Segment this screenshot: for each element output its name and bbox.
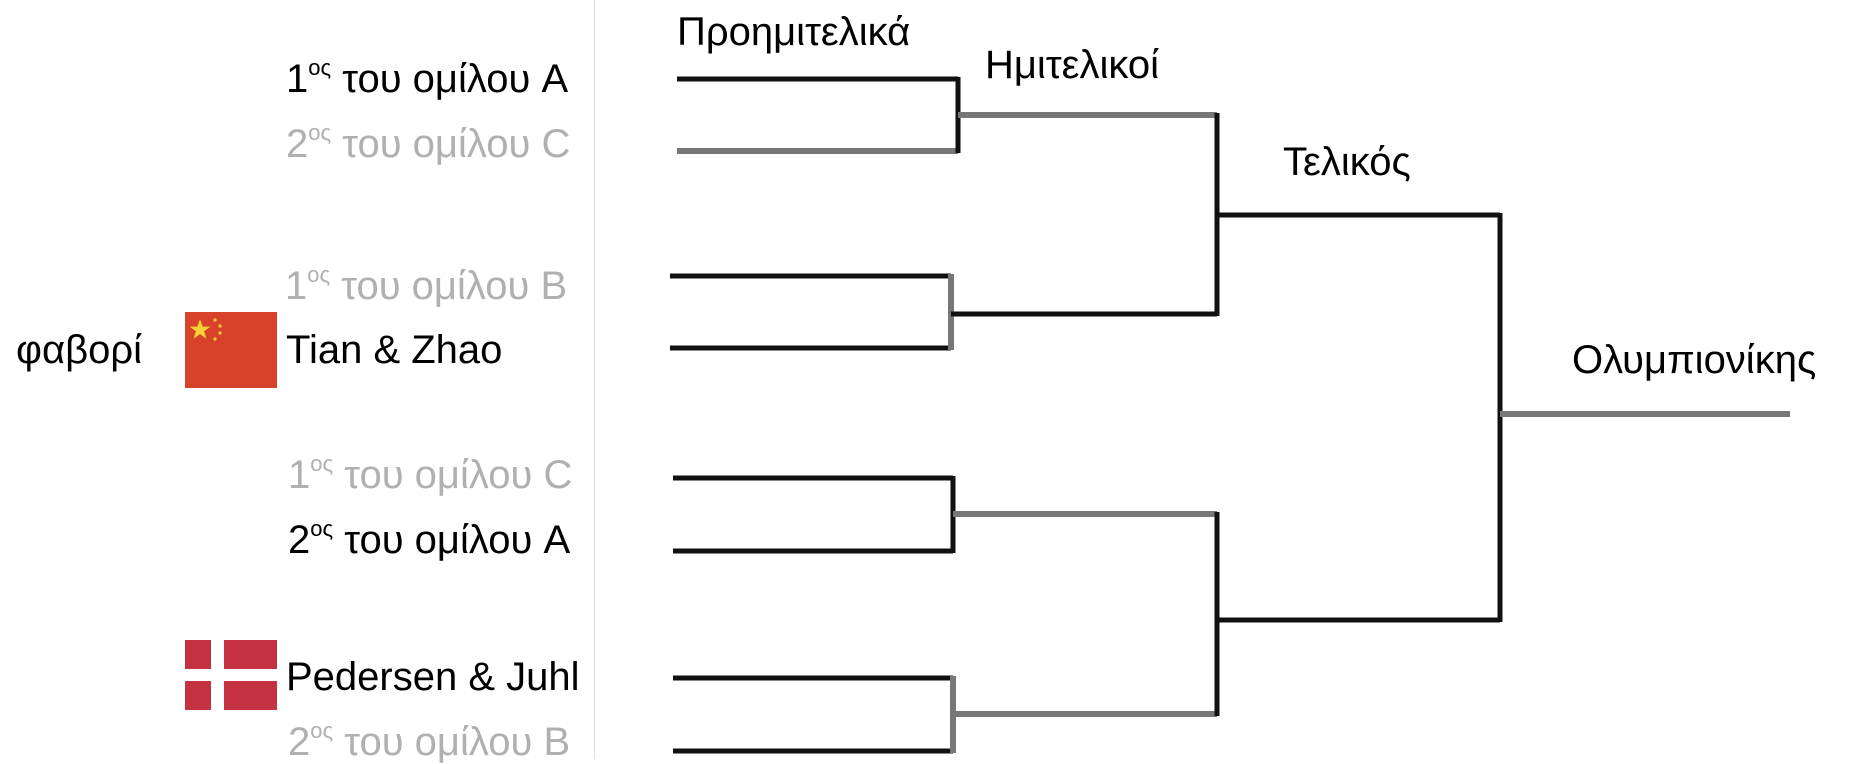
entry-text: του ομίλου A <box>333 518 571 562</box>
entry-num: 2 <box>288 518 311 562</box>
entry-ordinal: ος <box>310 718 334 743</box>
round-label-quarterfinals: Προημιτελικά <box>677 10 911 54</box>
favorite-label: φαβορί <box>16 328 142 372</box>
denmark-flag-icon <box>185 640 277 716</box>
entry-num: 2 <box>288 720 311 764</box>
entry-ordinal: ος <box>308 55 332 80</box>
round-label-final: Τελικός <box>1283 140 1411 184</box>
entry-1st-group-b: 1ος του ομίλου B <box>285 264 568 308</box>
round-label-champion: Ολυμπιονίκης <box>1572 338 1817 382</box>
entry-text: του ομίλου A <box>331 57 569 101</box>
entry-pedersen-juhl: Pedersen & Juhl <box>286 655 580 699</box>
guide-line <box>594 0 595 759</box>
entry-1st-group-a: 1ος του ομίλου A <box>286 57 569 101</box>
entry-tian-zhao: Tian & Zhao <box>286 328 503 372</box>
entry-num: 1 <box>286 57 309 101</box>
entry-text: του ομίλου B <box>330 264 568 308</box>
entry-ordinal: ος <box>310 451 334 476</box>
china-flag-icon <box>185 312 277 388</box>
entry-1st-group-c: 1ος του ομίλου C <box>288 453 573 497</box>
entry-text: του ομίλου C <box>333 453 573 497</box>
round-label-semifinals: Ημιτελικοί <box>985 43 1159 87</box>
entry-num: 1 <box>288 453 311 497</box>
entry-text: του ομίλου B <box>333 720 571 764</box>
entry-ordinal: ος <box>308 120 332 145</box>
entry-text: του ομίλου C <box>331 122 571 166</box>
entry-2nd-group-b: 2ος του ομίλου B <box>288 720 571 764</box>
entry-2nd-group-c: 2ος του ομίλου C <box>286 122 571 166</box>
entry-num: 2 <box>286 122 309 166</box>
entry-ordinal: ος <box>307 262 331 287</box>
entry-ordinal: ος <box>310 516 334 541</box>
entry-num: 1 <box>285 264 308 308</box>
entry-2nd-group-a: 2ος του ομίλου A <box>288 518 571 562</box>
